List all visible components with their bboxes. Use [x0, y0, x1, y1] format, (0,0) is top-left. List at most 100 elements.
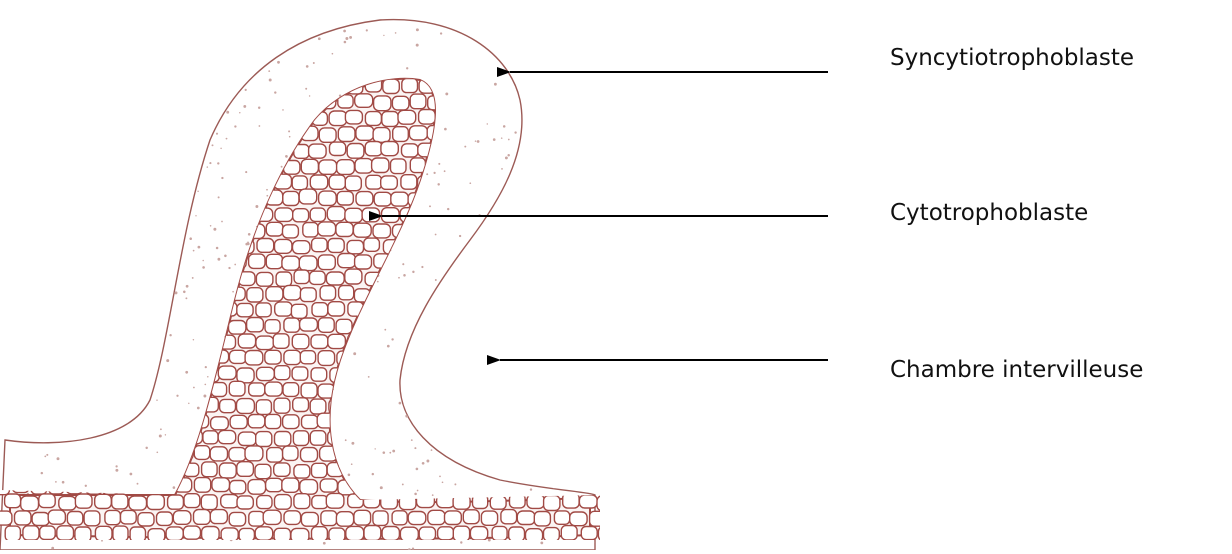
- cell: [435, 431, 450, 446]
- stipple-dot: [508, 139, 510, 141]
- cell: [336, 222, 353, 236]
- cell: [155, 95, 173, 109]
- cell: [409, 383, 425, 397]
- cell: [589, 417, 606, 430]
- stipple-dot: [547, 352, 549, 354]
- cell: [490, 496, 506, 509]
- cell: [265, 414, 281, 428]
- cell: [598, 144, 615, 157]
- cell: [122, 190, 139, 205]
- stipple-dot: [383, 35, 384, 36]
- cell: [527, 495, 544, 509]
- cell: [59, 496, 76, 510]
- cell: [111, 304, 129, 318]
- cell: [0, 350, 11, 364]
- cell: [48, 287, 64, 301]
- cell: [138, 96, 156, 109]
- cell: [401, 175, 417, 190]
- cell: [95, 526, 112, 541]
- stipple-dot: [56, 120, 58, 122]
- cell: [526, 399, 542, 412]
- stipple-dot: [243, 6, 245, 8]
- stipple-dot: [7, 303, 10, 306]
- stipple-dot: [49, 68, 51, 70]
- cell: [534, 446, 551, 460]
- cell: [41, 112, 57, 126]
- stipple-dot: [566, 209, 568, 211]
- cell: [400, 368, 417, 382]
- cell: [555, 221, 570, 236]
- cell: [453, 399, 469, 412]
- cell: [219, 463, 236, 478]
- stipple-dot: [41, 472, 43, 474]
- stipple-dot: [137, 343, 140, 346]
- cell: [0, 286, 11, 301]
- stipple-dot: [407, 391, 410, 394]
- cell: [590, 158, 606, 171]
- stipple-dot: [3, 323, 6, 326]
- stipple-dot: [444, 128, 447, 131]
- cell: [294, 465, 310, 478]
- stipple-dot: [530, 119, 533, 122]
- stipple-dot: [533, 129, 536, 132]
- cell: [382, 527, 399, 541]
- cell: [564, 80, 579, 93]
- stipple-dot: [505, 156, 508, 159]
- stipple-dot: [414, 493, 417, 496]
- cell: [544, 302, 561, 317]
- cell: [41, 270, 59, 284]
- stipple-dot: [131, 345, 134, 348]
- cell: [356, 126, 374, 140]
- cell: [293, 241, 311, 254]
- cell: [300, 318, 318, 331]
- cell: [239, 528, 254, 541]
- stipple-dot: [588, 289, 590, 291]
- cell: [132, 239, 148, 253]
- cell: [338, 127, 355, 142]
- stipple-dot: [535, 95, 537, 97]
- cell: [571, 189, 586, 204]
- stipple-dot: [168, 11, 171, 14]
- cell: [319, 128, 336, 142]
- cell: [76, 177, 91, 190]
- cell: [59, 206, 76, 219]
- stipple-dot: [20, 396, 23, 399]
- cell: [0, 224, 12, 238]
- stipple-dot: [550, 29, 552, 31]
- cell: [428, 318, 446, 333]
- stipple-dot: [526, 194, 529, 197]
- cell: [94, 176, 110, 189]
- stipple-dot: [185, 297, 187, 299]
- stipple-dot: [47, 194, 49, 196]
- cell: [312, 463, 327, 477]
- stipple-dot: [516, 436, 518, 438]
- stipple-dot: [568, 306, 570, 308]
- cell: [300, 480, 318, 495]
- cell: [544, 528, 560, 542]
- cell: [122, 65, 139, 79]
- cell: [509, 272, 524, 287]
- stipple-dot: [250, 51, 252, 53]
- stipple-dot: [62, 481, 65, 484]
- cell: [140, 349, 157, 364]
- stipple-dot: [255, 205, 258, 208]
- stipple-dot: [288, 130, 290, 132]
- cell: [21, 239, 38, 254]
- cell: [103, 351, 119, 366]
- stipple-dot: [309, 95, 310, 96]
- cell: [167, 111, 182, 125]
- stipple-dot: [460, 541, 462, 543]
- cell: [353, 223, 371, 237]
- cell: [22, 399, 38, 414]
- cell: [0, 415, 10, 430]
- cell: [158, 255, 175, 268]
- stipple-dot: [40, 164, 42, 166]
- cell: [184, 79, 202, 93]
- cell: [453, 526, 469, 541]
- cell: [85, 287, 103, 300]
- stipple-dot: [419, 397, 422, 400]
- cell: [561, 431, 578, 445]
- cell: [374, 192, 391, 206]
- stipple-dot: [216, 247, 219, 250]
- cell: [248, 480, 266, 495]
